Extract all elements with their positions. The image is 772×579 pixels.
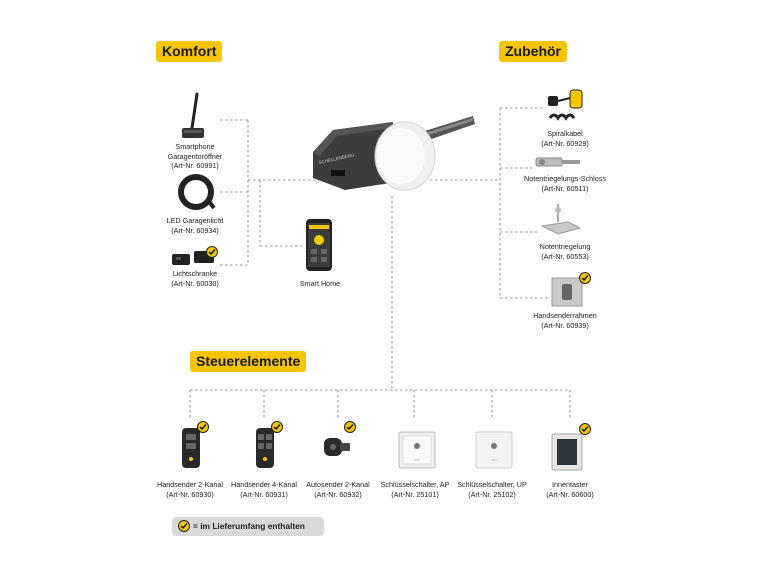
section-steuerelemente: Steuerelemente — [190, 351, 307, 372]
steuer-item-innentaster-check-icon — [579, 423, 591, 435]
zubehoer-item-rahmen-caption: Handsenderrahmen (Art-Nr. 60939) — [533, 311, 597, 330]
legend-text: = im Lieferumfang enthalten — [193, 521, 305, 531]
steuer-item-hs4-caption: Handsender 4-Kanal (Art-Nr. 60931) — [231, 480, 297, 499]
steuer-item-hs2-check-icon — [197, 421, 209, 433]
svg-text:••••: •••• — [414, 457, 420, 462]
komfort-item-lichtschranke-caption: Lichtschranke (Art-Nr. 60030) — [171, 269, 219, 288]
zubehoer-item-rahmen-check-icon — [579, 272, 591, 284]
steuer-item-auto-caption: Autosender 2-Kanal (Art-Nr. 60932) — [306, 480, 370, 499]
smartphone-icon — [306, 219, 332, 271]
steuer-item-hs4-check-icon — [271, 421, 283, 433]
garage-door-motor-icon: SCHELLENBERG — [313, 116, 475, 191]
komfort-item-smarthome-caption: Smart Home — [299, 279, 341, 288]
lock-icon — [535, 157, 580, 167]
komfort-item-led-caption: LED Garagenlicht (Art-Nr. 60934) — [166, 216, 224, 235]
komfort-item-smartphone-caption: Smartphone Garagentoröffner (Art-Nr. 609… — [167, 142, 223, 170]
steuer-item-innentaster-caption: Innentaster (Art-Nr. 60600) — [546, 480, 594, 499]
zubehoer-item-notentriegelung-caption: Notentriegelung (Art-Nr. 60553) — [539, 242, 591, 261]
legend-box: = im Lieferumfang enthalten — [172, 517, 324, 536]
steuer-item-ksup-caption: Schlüsselschalter, UP (Art-Nr. 25102) — [457, 480, 527, 499]
section-zubehoer: Zubehör — [499, 41, 567, 62]
steuer-item-auto-check-icon — [344, 421, 356, 433]
remote-frame-icon — [551, 277, 583, 307]
remote-4ch-icon — [256, 428, 274, 468]
steuer-item-ksap-caption: Schlüsselschalter, AP (Art-Nr. 25101) — [380, 480, 450, 499]
key-switch-ap-icon: •••• — [398, 431, 436, 469]
key-switch-up-icon: •••• — [475, 431, 513, 469]
wall-button-icon — [551, 433, 583, 471]
release-handle-icon — [540, 204, 582, 235]
led-strip-icon — [178, 174, 216, 210]
antenna-icon — [182, 92, 204, 138]
legend-check-icon — [178, 520, 190, 532]
zubehoer-item-spiralkabel-caption: Spiralkabel (Art-Nr. 60929) — [541, 129, 589, 148]
svg-text:••••: •••• — [491, 457, 497, 462]
spiral-cable-icon — [548, 89, 583, 121]
remote-2ch-icon — [182, 428, 200, 468]
car-remote-icon — [324, 438, 350, 456]
steuer-item-hs2-caption: Handsender 2-Kanal (Art-Nr. 60930) — [157, 480, 223, 499]
zubehoer-item-schloss-caption: Notentriegelungs-Schloss (Art-Nr. 60511) — [524, 174, 606, 193]
section-komfort: Komfort — [156, 41, 223, 62]
komfort-item-lichtschranke-check-icon — [206, 246, 218, 258]
